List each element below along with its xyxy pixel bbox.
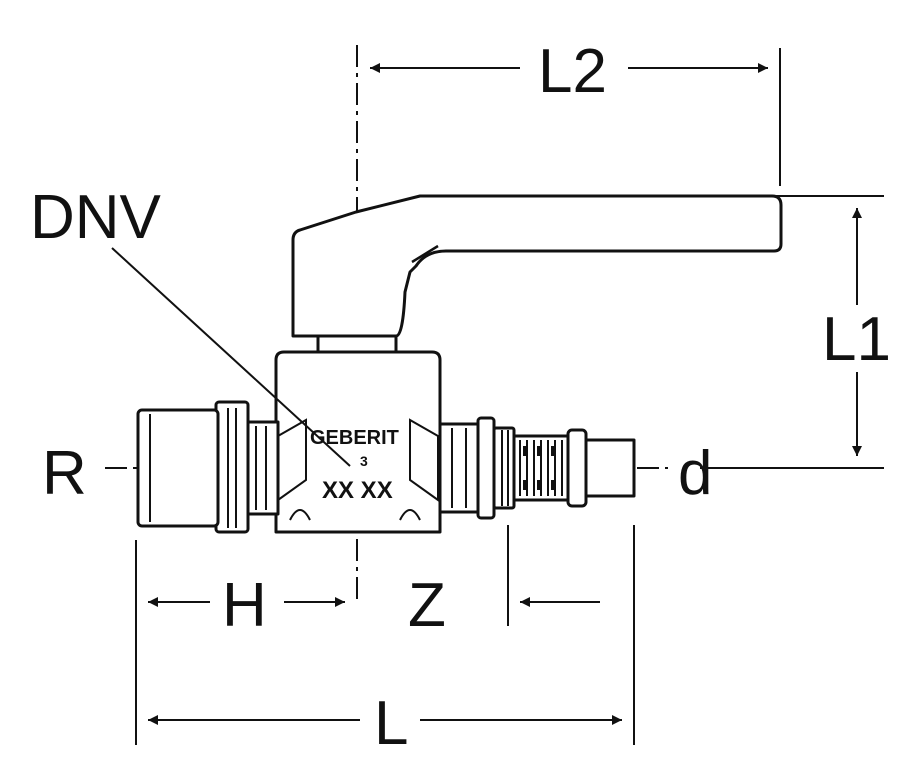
brand-marking: GEBERIT [310, 427, 399, 449]
dimension-lines [148, 63, 862, 725]
left-nut [242, 420, 280, 516]
press-sleeve-ring [476, 416, 496, 520]
hex-nut [214, 400, 250, 534]
body-details [149, 408, 509, 528]
dnv-leader-line [111, 247, 351, 467]
valve-housing [274, 350, 442, 534]
label-l1: L1 [822, 305, 891, 374]
pipe-dark-marks [523, 446, 555, 490]
label-l2: L2 [538, 37, 607, 106]
stem [316, 334, 398, 354]
press-sleeve [492, 426, 516, 510]
pipe-end [584, 438, 636, 498]
label-z: Z [408, 571, 446, 640]
label-l: L [374, 689, 408, 758]
lever-handle [291, 194, 783, 338]
pipe-ring [566, 428, 588, 508]
extension-lines [135, 48, 884, 745]
label-r: R [42, 439, 87, 508]
label-dnv: DNV [30, 183, 162, 252]
code-marking: XX XX [322, 477, 393, 504]
threaded-end [136, 408, 220, 528]
label-d: d [678, 439, 712, 508]
handle-fold-line [411, 244, 439, 264]
size-marking: 3 [360, 453, 368, 469]
label-h: H [222, 571, 267, 640]
right-collar [438, 422, 480, 514]
